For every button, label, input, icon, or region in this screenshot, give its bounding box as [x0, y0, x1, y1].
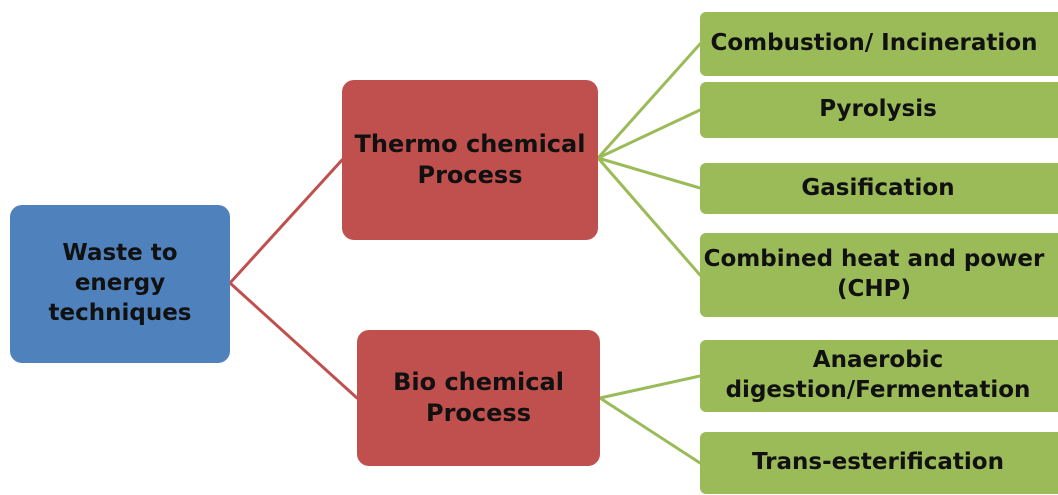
leaf-node-pyrolysis: Pyrolysis: [700, 82, 1058, 138]
leaf-node-label: Combined heat and power (CHP): [703, 246, 1045, 302]
root-node-label: Waste to energy techniques: [48, 240, 192, 326]
branch-node-label: Thermo chemical Process: [354, 129, 586, 189]
branch-node-label: Bio chemical Process: [393, 367, 564, 427]
leaf-node-anaerobic-digestion: Anaerobic digestion/Fermentation: [700, 340, 1058, 412]
leaf-node-label: Combustion/ Incineration: [710, 30, 1038, 57]
leaf-node-trans-esterification: Trans-esterification: [700, 432, 1058, 494]
leaf-node-combustion: Combustion/ Incineration: [700, 12, 1058, 76]
branch-node-thermo-chemical: Thermo chemical Process: [342, 80, 598, 240]
connector-thermo-pyrolysis: [596, 108, 702, 160]
connector-thermo-gasification: [596, 156, 702, 190]
branch-node-bio-chemical: Bio chemical Process: [357, 330, 600, 466]
leaf-node-label: Gasification: [801, 174, 955, 201]
connector-thermo-combustion: [596, 42, 702, 160]
connector-root-thermo: [228, 158, 344, 285]
leaf-node-chp: Combined heat and power (CHP): [700, 233, 1058, 317]
connector-bio-anaerobic: [598, 374, 702, 400]
leaf-node-label: Pyrolysis: [819, 96, 937, 123]
leaf-node-gasification: Gasification: [700, 163, 1058, 214]
connector-bio-transesterification: [598, 396, 702, 465]
root-node-waste-to-energy: Waste to energy techniques: [10, 205, 230, 363]
connector-root-bio: [228, 281, 359, 400]
leaf-node-label: Trans-esterification: [751, 449, 1004, 476]
connector-thermo-chp: [596, 156, 702, 277]
leaf-node-label: Anaerobic digestion/Fermentation: [725, 347, 1031, 403]
